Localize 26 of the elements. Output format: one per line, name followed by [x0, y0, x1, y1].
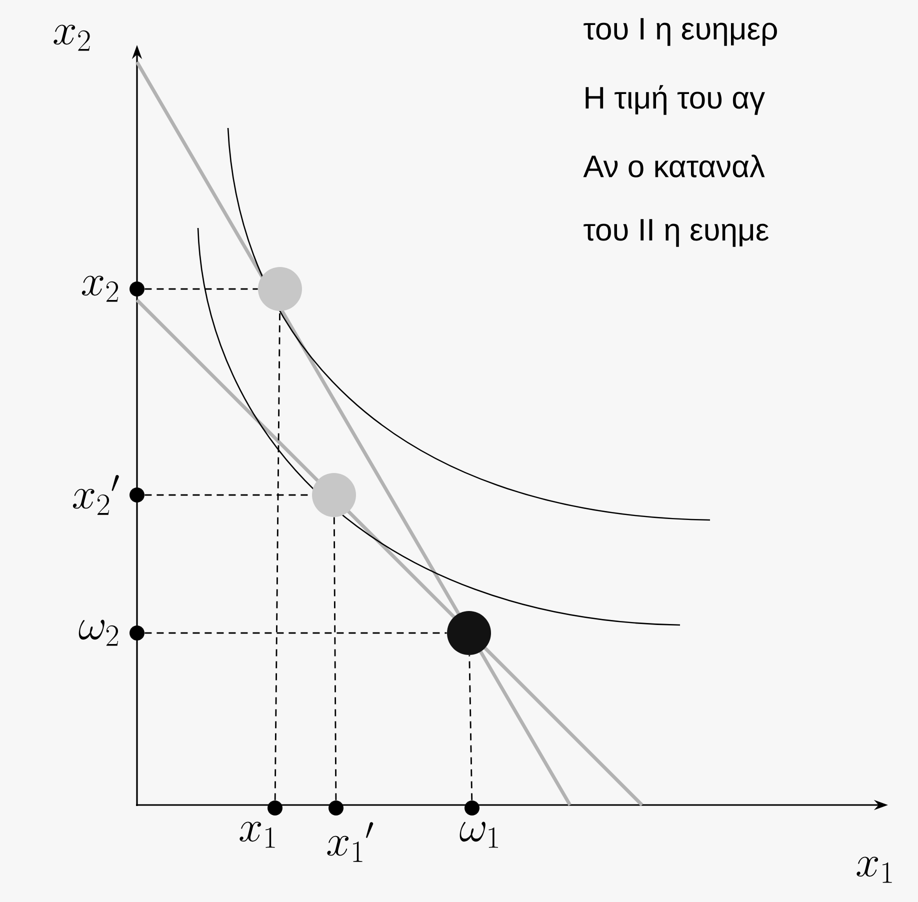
- text-line: του I η ευημερ: [584, 18, 777, 46]
- axis-point: [328, 800, 344, 816]
- axis-point: [130, 488, 144, 502]
- axis-label: $x_1$: [240, 822, 275, 848]
- equilibrium-point: [312, 473, 356, 517]
- text-line: Η τιμή του αγ: [586, 85, 765, 115]
- axis-label: $x_2{}'$: [72, 475, 119, 515]
- guide-line: [144, 632, 447, 634]
- axis-label: $\omega_1$: [460, 822, 498, 848]
- axis-point: [130, 282, 144, 296]
- guide-line: [274, 311, 280, 800]
- guide-line: [468, 655, 473, 800]
- axis-point: [268, 800, 282, 816]
- axis-label: $x_1{}'$: [327, 822, 374, 862]
- guide-line: [144, 288, 258, 290]
- axis-title: $x_1$: [856, 856, 892, 883]
- equilibrium-point: [258, 267, 302, 311]
- text-line: Αν ο καταναλ: [583, 154, 765, 178]
- axis-point: [464, 800, 480, 816]
- axis-title: $x_2$: [54, 24, 90, 51]
- text-line: του II η ευημε: [584, 219, 769, 247]
- axis-label: $x_2$: [82, 276, 118, 302]
- guide-line: [333, 517, 337, 800]
- equilibrium-point: [447, 611, 491, 655]
- axis-label: $\omega_2$: [78, 620, 118, 646]
- axis-point: [130, 626, 144, 640]
